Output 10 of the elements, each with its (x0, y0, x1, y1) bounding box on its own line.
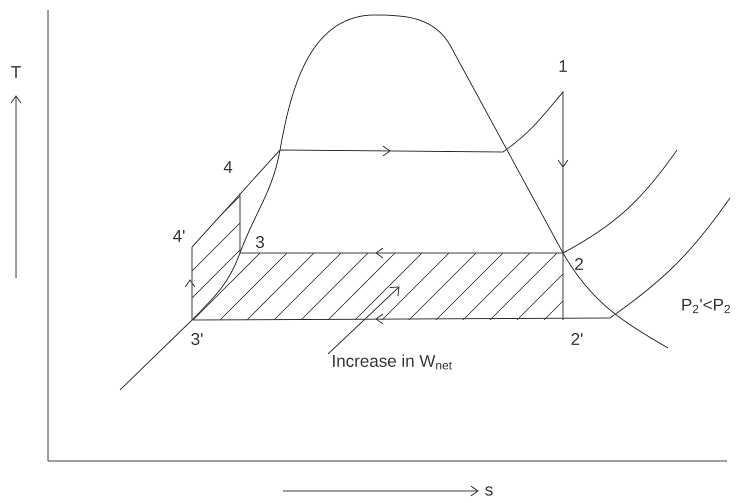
point-label: 4 (224, 161, 232, 173)
axis-label: T (11, 66, 21, 78)
leader-line (328, 286, 400, 354)
hatched-area (192, 193, 563, 320)
point-label: 3 (256, 236, 264, 248)
pressure-label: P$_{2}$'<P$_{2}$ (682, 298, 730, 314)
axis-label: s (485, 486, 493, 496)
point-label: 1 (560, 60, 567, 72)
point-label: 2' (572, 333, 582, 345)
annotation-text: Increase in W$_{net}$ (333, 354, 452, 370)
